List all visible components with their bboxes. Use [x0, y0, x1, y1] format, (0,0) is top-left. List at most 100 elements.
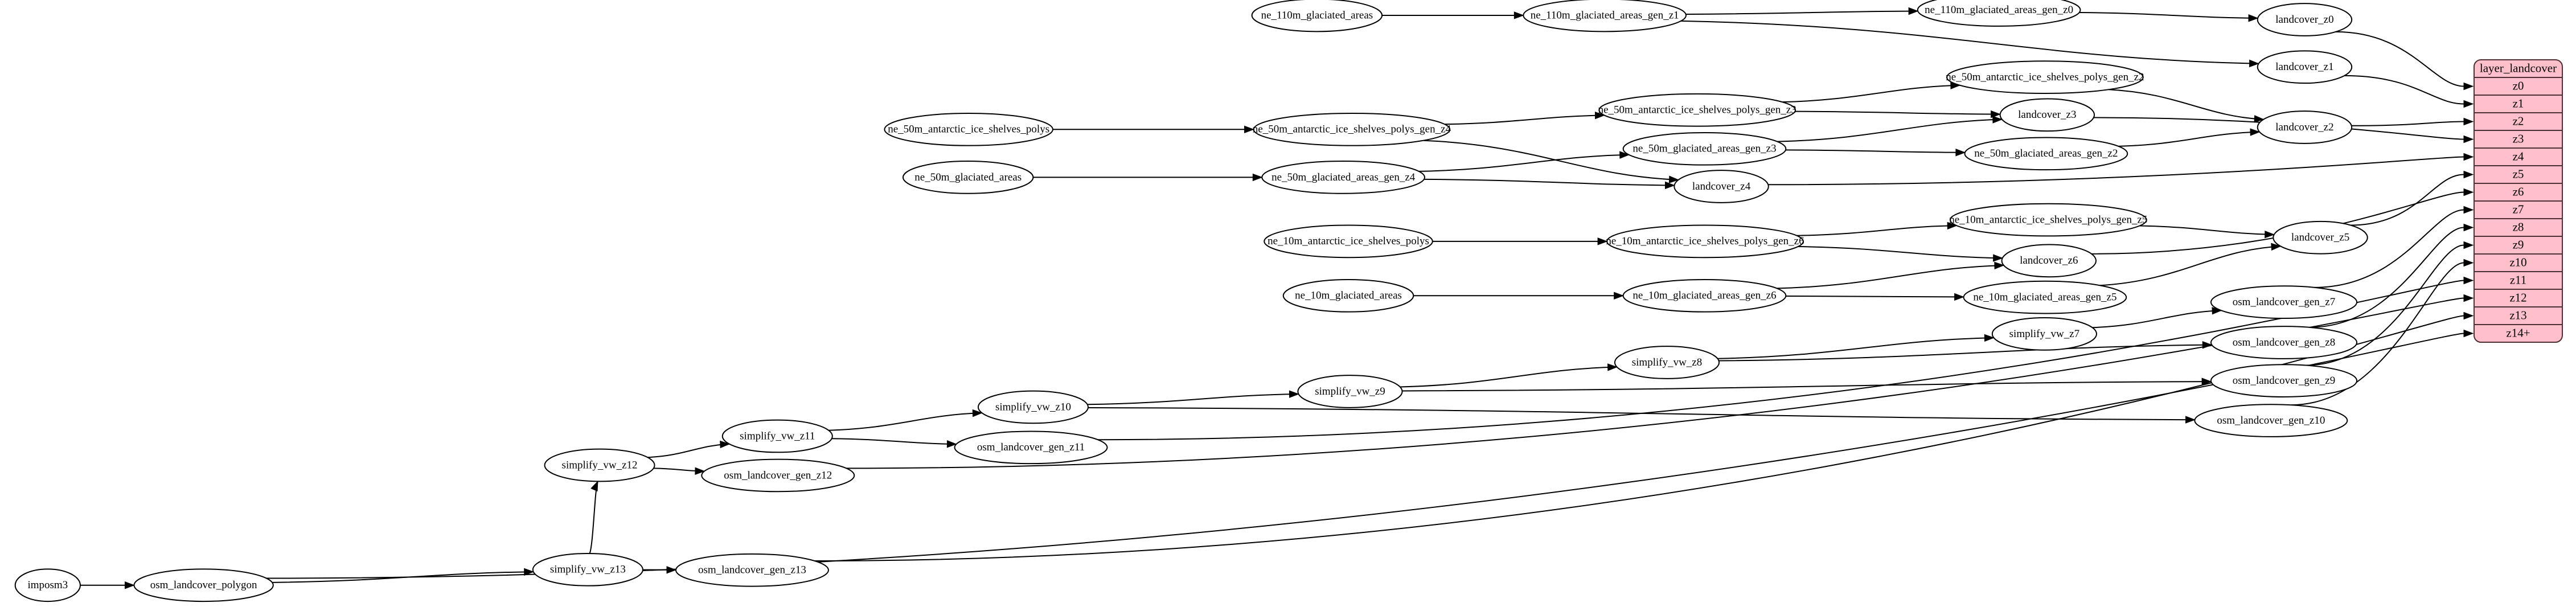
node-label: ne_10m_antarctic_ice_shelves_polys	[1268, 235, 1429, 247]
graph-node-simplify_vw_z9[interactable]: simplify_vw_z9	[1297, 375, 1403, 408]
edge-arrowhead	[1289, 390, 1299, 398]
edge-arrowhead	[2463, 223, 2474, 232]
node-label: osm_landcover_polygon	[150, 579, 257, 591]
edge-arrowhead	[2463, 329, 2474, 338]
graph-node-ne_10m_glaciated_areas_gen_z5[interactable]: ne_10m_glaciated_areas_gen_z5	[1963, 280, 2127, 314]
edge-arrowhead	[1607, 363, 1618, 371]
graph-edge	[2314, 209, 2464, 288]
graph-node-simplify_vw_z8[interactable]: simplify_vw_z8	[1614, 346, 1720, 379]
node-ellipse	[1946, 60, 2144, 94]
graph-node-landcover_z6[interactable]: landcover_z6	[2001, 244, 2097, 278]
graph-node-imposm3[interactable]: imposm3	[14, 568, 81, 602]
graph-node-simplify_vw_z11[interactable]: simplify_vw_z11	[721, 419, 833, 453]
node-label: simplify_vw_z10	[995, 401, 1071, 413]
graph-node-ne_50m_glaciated_areas_gen_z2[interactable]: ne_50m_glaciated_areas_gen_z2	[1964, 137, 2128, 171]
graph-node-osm_landcover_gen_z7[interactable]: osm_landcover_gen_z7	[2210, 285, 2358, 319]
graph-edge	[1798, 246, 2003, 259]
node-label: landcover_z3	[2018, 109, 2076, 121]
graph-node-osm_landcover_polygon[interactable]: osm_landcover_polygon	[133, 568, 274, 602]
edge-arrowhead	[720, 440, 731, 449]
graph-node-ne_50m_antarctic_ice_shelves_polys_gen_z4[interactable]: ne_50m_antarctic_ice_shelves_polys_gen_z…	[1253, 112, 1451, 146]
edge-arrowhead	[1994, 261, 2005, 270]
node-label: osm_landcover_gen_z11	[977, 441, 1085, 453]
node-label: simplify_vw_z9	[1315, 386, 1385, 397]
node-label: ne_50m_glaciated_areas_gen_z3	[1632, 143, 1776, 155]
node-ellipse	[1917, 0, 2081, 27]
graph-edge	[2099, 245, 2281, 286]
graph-edge	[2351, 174, 2464, 226]
graph-node-ne_10m_glaciated_areas[interactable]: ne_10m_glaciated_areas	[1282, 278, 1414, 313]
node-ellipse	[2210, 364, 2358, 397]
graph-node-osm_landcover_gen_z12[interactable]: osm_landcover_gen_z12	[701, 458, 855, 493]
node-label: landcover_z5	[2291, 232, 2349, 244]
graph-edge	[2079, 11, 2258, 19]
graph-node-ne_50m_antarctic_ice_shelves_polys_gen_z3[interactable]: ne_50m_antarctic_ice_shelves_polys_gen_z…	[1598, 93, 1796, 127]
table-row[interactable]	[2474, 289, 2562, 307]
graph-edge	[2139, 225, 2274, 235]
graph-node-simplify_vw_z10[interactable]: simplify_vw_z10	[977, 390, 1089, 424]
node-ellipse	[532, 552, 643, 587]
graph-node-ne_10m_glaciated_areas_gen_z6[interactable]: ne_10m_glaciated_areas_gen_z6	[1622, 278, 1787, 313]
node-label: ne_50m_antarctic_ice_shelves_polys_gen_z…	[1946, 71, 2144, 83]
graph-node-simplify_vw_z7[interactable]: simplify_vw_z7	[1991, 317, 2098, 351]
node-ellipse	[1251, 0, 1383, 32]
node-label: landcover_z0	[2275, 14, 2333, 26]
graph-node-osm_landcover_gen_z8[interactable]: osm_landcover_gen_z8	[2210, 326, 2358, 359]
graph-node-landcover_z3[interactable]: landcover_z3	[1999, 98, 2095, 132]
node-ellipse	[2257, 3, 2353, 36]
graph-node-landcover_z4[interactable]: landcover_z4	[1673, 170, 1769, 203]
graph-node-ne_10m_antarctic_ice_shelves_polys_gen_z6[interactable]: ne_10m_antarctic_ice_shelves_polys_gen_z…	[1606, 224, 1804, 259]
graph-node-ne_50m_antarctic_ice_shelves_polys[interactable]: ne_50m_antarctic_ice_shelves_polys	[884, 112, 1053, 146]
graph-node-ne_50m_glaciated_areas[interactable]: ne_50m_glaciated_areas	[902, 161, 1034, 194]
graph-node-osm_landcover_gen_z9[interactable]: osm_landcover_gen_z9	[2210, 364, 2358, 397]
node-label: simplify_vw_z12	[562, 459, 638, 471]
edge-arrowhead	[2463, 153, 2474, 161]
graph-node-ne_110m_glaciated_areas[interactable]: ne_110m_glaciated_areas	[1251, 0, 1383, 32]
layer-landcover-table[interactable]: layer_landcoverz0z1z2z3z4z5z6z7z8z9z10z1…	[2474, 59, 2563, 343]
table-row[interactable]	[2474, 218, 2562, 237]
graph-edge	[831, 438, 957, 445]
graph-node-ne_50m_glaciated_areas_gen_z4[interactable]: ne_50m_glaciated_areas_gen_z4	[1261, 161, 1425, 194]
table-row[interactable]	[2474, 77, 2562, 96]
graph-node-ne_110m_glaciated_areas_gen_z0[interactable]: ne_110m_glaciated_areas_gen_z0	[1917, 0, 2081, 27]
graph-node-simplify_vw_z13[interactable]: simplify_vw_z13	[532, 552, 643, 587]
node-ellipse	[1964, 137, 2128, 171]
graph-node-osm_landcover_gen_z10[interactable]: osm_landcover_gen_z10	[2194, 404, 2348, 437]
edge-arrowhead	[524, 568, 535, 576]
table-row[interactable]	[2474, 147, 2562, 166]
graph-edge	[1685, 10, 1918, 15]
table-row[interactable]	[2474, 183, 2562, 202]
graph-node-ne_50m_glaciated_areas_gen_z3[interactable]: ne_50m_glaciated_areas_gen_z3	[1622, 132, 1787, 166]
edge-arrowhead	[2463, 170, 2474, 179]
node-ellipse	[701, 458, 855, 493]
graph-edge	[1768, 156, 2464, 186]
graph-node-landcover_z5[interactable]: landcover_z5	[2273, 220, 2368, 255]
graph-node-ne_10m_antarctic_ice_shelves_polys[interactable]: ne_10m_antarctic_ice_shelves_polys	[1264, 224, 1433, 259]
table-row-label: z5	[2513, 167, 2524, 181]
table-row[interactable]	[2474, 324, 2562, 342]
table-row[interactable]	[2474, 200, 2562, 219]
edge-arrowhead	[2271, 243, 2282, 251]
node-label: osm_landcover_gen_z9	[2233, 375, 2335, 387]
graph-node-ne_110m_glaciated_areas_gen_z1[interactable]: ne_110m_glaciated_areas_gen_z1	[1523, 0, 1687, 32]
graph-node-ne_10m_antarctic_ice_shelves_polys_gen_z5[interactable]: ne_10m_antarctic_ice_shelves_polys_gen_z…	[1949, 203, 2147, 237]
edge-arrowhead	[1992, 116, 2003, 124]
node-ellipse	[133, 568, 274, 602]
graph-node-ne_50m_antarctic_ice_shelves_polys_gen_z2[interactable]: ne_50m_antarctic_ice_shelves_polys_gen_z…	[1946, 60, 2144, 94]
table-row[interactable]	[2474, 236, 2562, 255]
graph-node-simplify_vw_z12[interactable]: simplify_vw_z12	[544, 448, 655, 482]
node-label: osm_landcover_gen_z8	[2233, 337, 2335, 348]
node-label: ne_50m_antarctic_ice_shelves_polys_gen_z…	[1253, 124, 1451, 136]
graph-node-osm_landcover_gen_z13[interactable]: osm_landcover_gen_z13	[675, 553, 829, 587]
graph-node-landcover_z0[interactable]: landcover_z0	[2257, 3, 2353, 36]
graph-edge	[1795, 110, 2000, 115]
edge-arrowhead	[2463, 82, 2474, 91]
edge-arrowhead	[2463, 311, 2474, 320]
graph-edge	[1681, 20, 2259, 64]
graph-node-landcover_z2[interactable]: landcover_z2	[2257, 110, 2353, 144]
table-row[interactable]	[2474, 95, 2562, 113]
table-row-label: z11	[2510, 273, 2527, 286]
graph-node-osm_landcover_gen_z11[interactable]: osm_landcover_gen_z11	[954, 430, 1108, 465]
node-ellipse	[2194, 404, 2348, 437]
graph-node-landcover_z1[interactable]: landcover_z1	[2257, 50, 2353, 84]
